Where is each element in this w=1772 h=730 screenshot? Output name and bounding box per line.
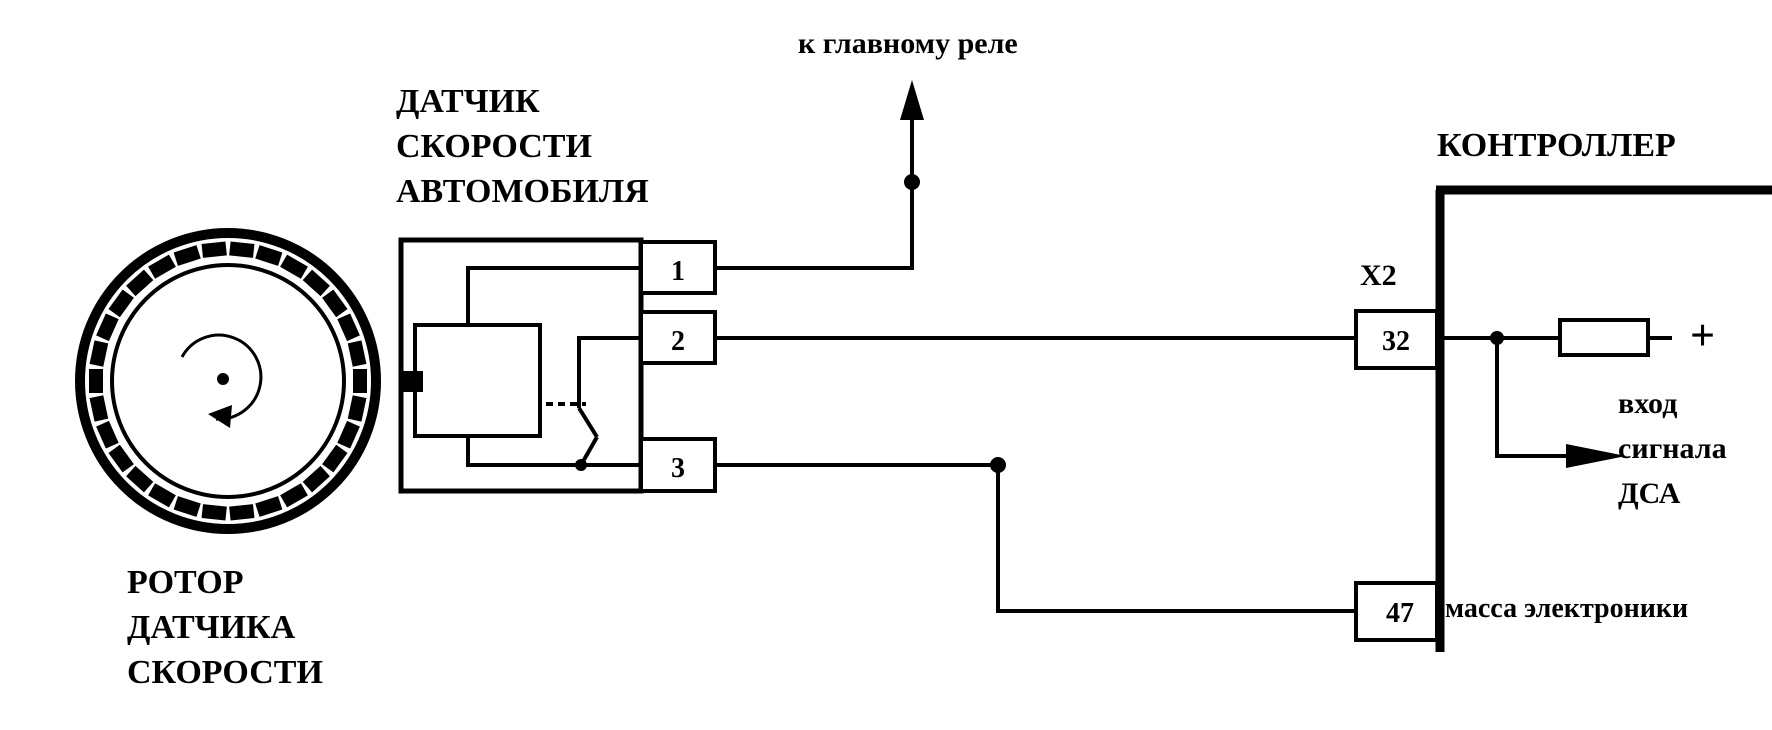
signal-input-line1: вход	[1618, 387, 1677, 420]
signal-input-line2: сигнала	[1618, 432, 1727, 465]
controller: 32 47	[1354, 185, 1772, 652]
rotor-tooth	[126, 269, 154, 297]
relay-arrow-head	[900, 80, 924, 120]
rotor-tooth	[173, 245, 201, 266]
signal-input-wire	[1495, 338, 1568, 458]
rotor-tooth	[353, 369, 367, 393]
rotor-tooth	[148, 254, 176, 279]
rotor-tooth	[229, 504, 255, 521]
plus-supply-label: +	[1690, 311, 1715, 360]
rotor-tooth	[201, 241, 227, 258]
sensor-pin-1-label: 1	[671, 256, 685, 287]
relay-label: к главному реле	[798, 27, 1018, 60]
wire-ground	[715, 463, 1356, 613]
rotor-tooth	[302, 465, 330, 493]
wire-to-main-relay	[715, 118, 914, 270]
switch-junction-dot	[575, 459, 587, 471]
switch-contact	[577, 406, 599, 439]
ground-label: масса электроники	[1445, 593, 1688, 624]
rotor-tooth	[108, 289, 134, 318]
relay-junction-dot	[904, 174, 920, 190]
sensor-title-line3: АВТОМОБИЛЯ	[396, 173, 649, 210]
sensor-wire-pin2	[577, 336, 641, 408]
rotor-tooth	[96, 420, 119, 449]
rotor-tooth	[302, 269, 330, 297]
rotor-title-line2: ДАТЧИКА	[127, 609, 296, 646]
rotor-tooth	[89, 369, 103, 393]
controller-title: КОНТРОЛЛЕР	[1437, 127, 1676, 164]
rotor-tooth	[89, 340, 109, 367]
sensor-magnet	[399, 371, 423, 392]
rotor-tooth	[322, 289, 348, 318]
rotor-tooth	[255, 496, 283, 517]
rotor-tooth	[337, 420, 360, 449]
sensor-title-line2: СКОРОСТИ	[396, 128, 592, 165]
controller-pin-32-box	[1354, 309, 1439, 370]
rotor-tooth	[229, 241, 255, 258]
rotor-tooth	[347, 340, 367, 367]
rotor-tooth	[89, 395, 109, 422]
rotor-tooth	[280, 254, 308, 279]
rotor-tooth	[126, 465, 154, 493]
pullup-resistor	[1558, 318, 1650, 357]
ground-junction-dot	[990, 457, 1006, 473]
rotor-tooth	[148, 483, 176, 508]
rotor-tooth	[347, 395, 367, 422]
connector-label: X2	[1360, 259, 1397, 292]
rotor-inner-ring	[110, 263, 346, 499]
sensor-title-line1: ДАТЧИК	[396, 83, 540, 120]
rotor-tooth	[337, 313, 360, 342]
wiring	[715, 80, 1356, 613]
speed-sensor-rotor	[75, 228, 381, 534]
rotor-tooth	[96, 313, 119, 342]
rotor-tooth	[173, 496, 201, 517]
rotor-axis-dot	[217, 373, 229, 385]
rotor-tooth	[322, 444, 348, 473]
vehicle-speed-sensor: 1 2 3	[398, 237, 717, 494]
rotor-teeth	[89, 241, 367, 521]
rotation-arrow-head	[208, 405, 232, 428]
hall-element	[413, 323, 542, 438]
signal-input-arrow-head	[1566, 444, 1626, 468]
rotor-tooth	[255, 245, 283, 266]
rotor-outer-ring	[75, 228, 381, 534]
signal-input-line3: ДСА	[1618, 477, 1681, 510]
sensor-pin-3-label: 3	[671, 453, 685, 484]
controller-pin-47-box	[1354, 581, 1439, 642]
sensor-wire-pin1	[466, 266, 641, 325]
rotation-arrow-arc	[180, 333, 263, 421]
rotor-title-line3: СКОРОСТИ	[127, 654, 323, 691]
sensor-pin-2-label: 2	[671, 326, 685, 357]
rotor-tooth	[108, 444, 134, 473]
labels: к главному реле ДАТЧИК СКОРОСТИ АВТОМОБИ…	[127, 27, 1727, 691]
controller-pin-47-label: 47	[1386, 598, 1414, 629]
controller-pin-32-label: 32	[1382, 326, 1410, 357]
rotor-tooth	[201, 504, 227, 521]
rotor-title-line1: РОТОР	[127, 564, 243, 601]
sensor-wire-pin3	[466, 436, 641, 467]
sensor-housing	[398, 237, 644, 494]
rotor-tooth	[280, 483, 308, 508]
